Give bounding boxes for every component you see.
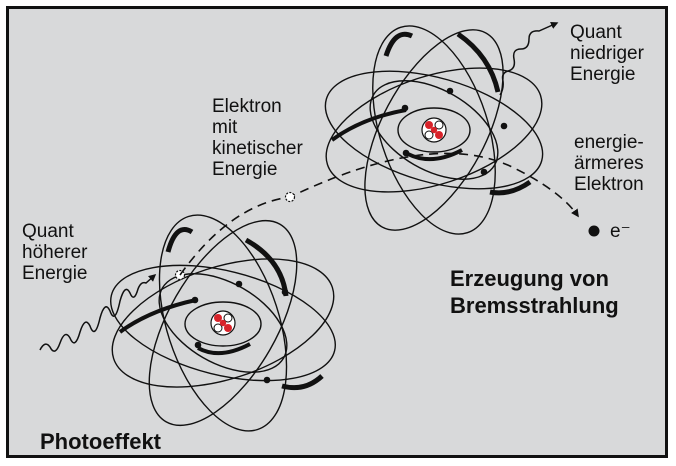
label-line: energie- [574,132,644,153]
nucleus [422,118,446,142]
label-electron-kinetic: Elektron mit kinetischer Energie [212,96,303,180]
label-line: Energie [22,263,88,284]
label-line: Quant [570,22,644,43]
atom-photoeffect [96,197,349,448]
orbit-bold-segment [168,230,192,253]
atom-bremsstrahlung [311,8,557,251]
orbit-bold-segment [282,376,322,388]
label-line: Quant [22,221,88,242]
electron-dot [481,169,488,176]
electron-dot [264,377,271,384]
label-line: kinetischer [212,138,303,159]
electron-dot [195,342,202,349]
title-line: Bremsstrahlung [450,292,619,319]
electron-dot [447,88,454,95]
orbit-bold-segment [332,110,406,140]
label-electron-symbol: e⁻ [610,221,631,242]
low-energy-electron [589,226,600,237]
electron-dot [282,289,289,296]
electron-dot [402,105,409,112]
label-quant-low: Quant niedriger Energie [570,22,644,85]
outgoing-photon-wave [500,23,557,95]
title-line: Erzeugung von [450,265,619,292]
incoming-photon-wave [40,275,155,351]
electron-dot [501,123,508,130]
electron-dot [236,281,243,288]
label-quant-high: Quant höherer Energie [22,221,88,284]
label-line: höherer [22,242,88,263]
label-line: Energie [570,64,644,85]
orbit-bold-segment [120,300,196,332]
title-photoeffect: Photoeffekt [40,428,161,455]
label-line: mit [212,117,303,138]
orbit-bold-segment [458,34,498,92]
title-bremsstrahlung: Erzeugung von Bremsstrahlung [450,265,619,319]
electron-dot [192,297,199,304]
label-line: Energie [212,159,303,180]
label-line: ärmeres [574,153,644,174]
label-line: Elektron [212,96,303,117]
electron-midflight [286,193,295,202]
label-line: niedriger [570,43,644,64]
nucleus [211,311,235,335]
orbit-bold-segment [386,34,412,56]
label-line: Elektron [574,174,644,195]
label-electron-lowenergy: energie- ärmeres Elektron [574,132,644,195]
electron-dot [403,150,410,157]
